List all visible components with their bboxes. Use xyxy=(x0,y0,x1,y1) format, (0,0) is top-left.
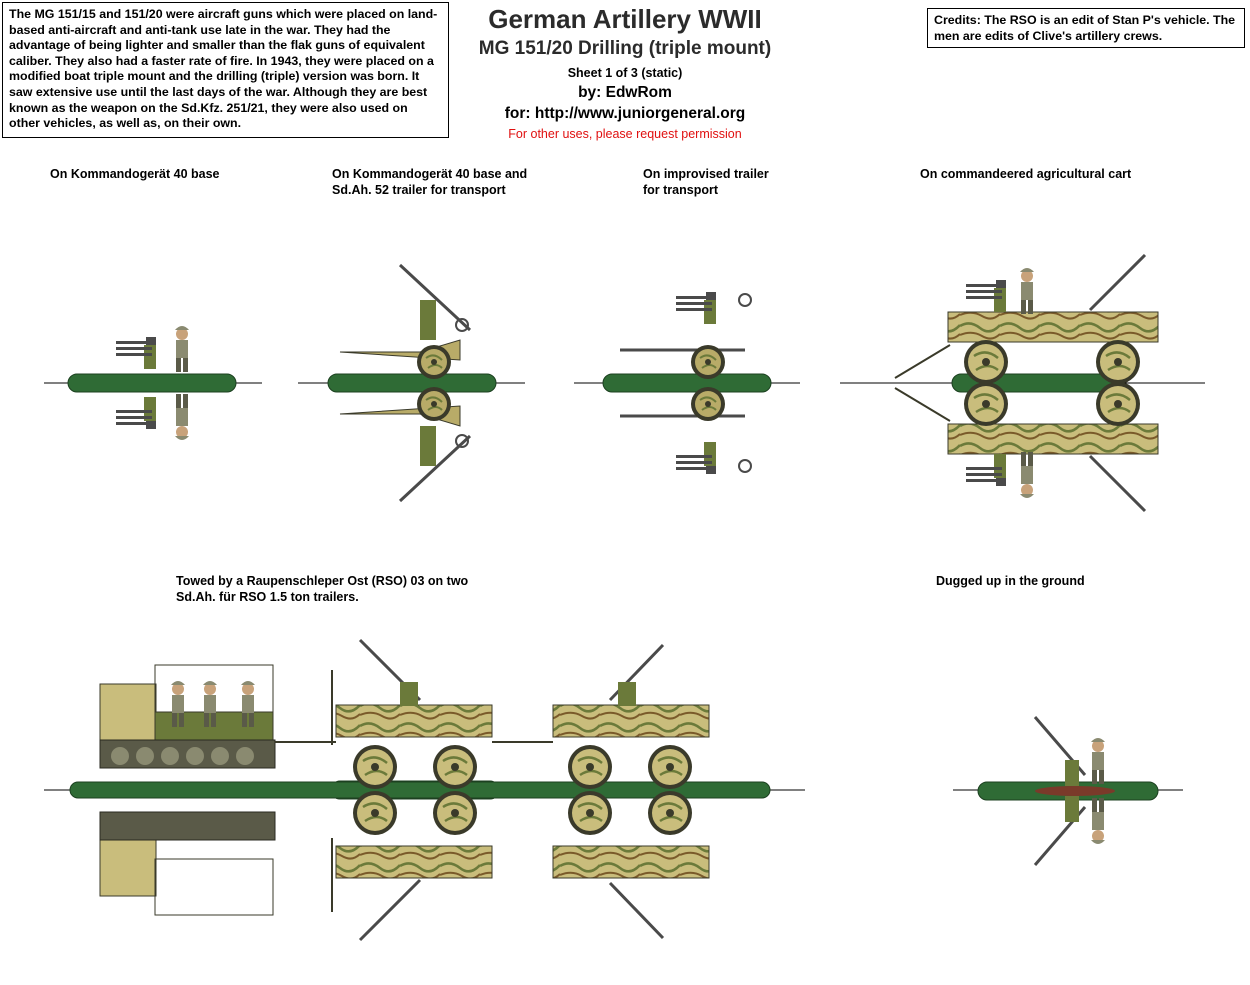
credits-text: Credits: The RSO is an edit of Stan P's … xyxy=(934,13,1236,43)
description-box: The MG 151/15 and 151/20 were aircraft g… xyxy=(2,2,449,138)
caption-sdah52-trailer: On Kommandogerät 40 base and Sd.Ah. 52 t… xyxy=(332,167,528,197)
credits-box: Credits: The RSO is an edit of Stan P's … xyxy=(927,8,1245,48)
caption-agricultural-cart: On commandeered agricultural cart xyxy=(920,167,1132,181)
permission-notice: For other uses, please request permissio… xyxy=(508,127,742,141)
author-byline: by: EdwRom xyxy=(578,84,672,101)
caption-rso-tow: Towed by a Raupenschleper Ost (RSO) 03 o… xyxy=(176,574,469,604)
figure-agricultural-cart xyxy=(894,253,1159,513)
figure-improvised-trailer xyxy=(602,292,772,474)
figure-dug-in xyxy=(977,716,1159,866)
figure-kommandogeraet-base xyxy=(67,326,237,440)
description-text: The MG 151/15 and 151/20 were aircraft g… xyxy=(9,7,438,131)
page-title: German Artillery WWII xyxy=(488,4,762,34)
page-subtitle: MG 151/20 Drilling (triple mount) xyxy=(478,38,772,59)
figure-rso-tow xyxy=(69,638,771,942)
figure-sdah52-trailer xyxy=(327,263,497,503)
caption-dug-in: Dugged up in the ground xyxy=(936,574,1085,588)
caption-improvised-trailer: On improvised trailer for transport xyxy=(643,167,769,197)
website-line: for: http://www.juniorgeneral.org xyxy=(504,105,746,122)
sheet-number: Sheet 1 of 3 (static) xyxy=(567,66,683,80)
caption-kommandogeraet-base: On Kommandogerät 40 base xyxy=(50,167,220,181)
